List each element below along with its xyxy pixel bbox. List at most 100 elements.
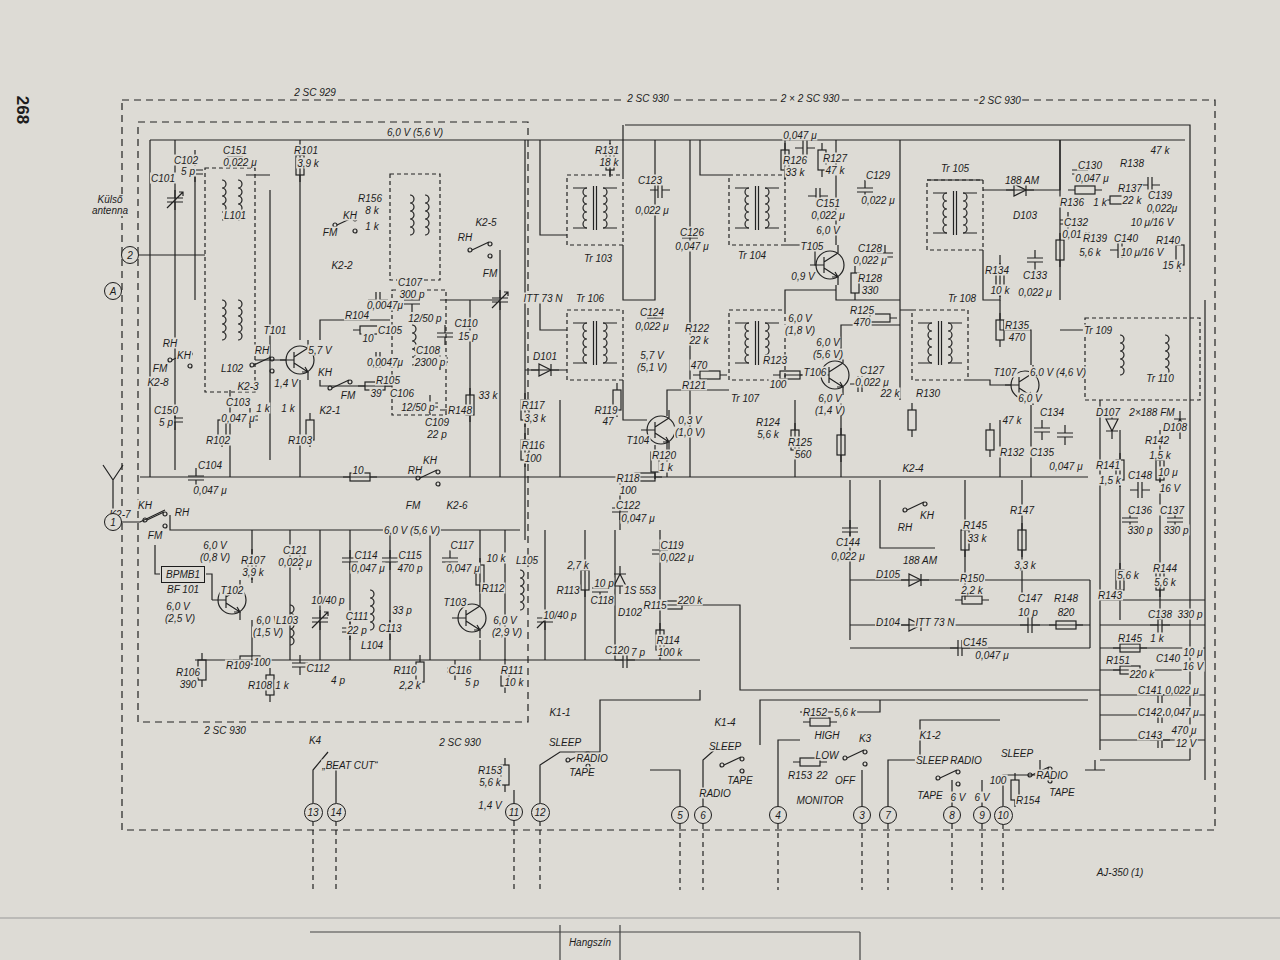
component-label: Tr 109 <box>1083 325 1113 336</box>
component-label: K1-2 <box>918 730 941 741</box>
component-label: 0,047 μ <box>1164 707 1199 718</box>
component-label: 470 p <box>396 563 423 574</box>
terminal-circle: 10 <box>994 806 1013 825</box>
component-label: C140 <box>1155 653 1181 664</box>
terminal-number: 3 <box>859 810 865 821</box>
component-label: R142 <box>1144 435 1170 446</box>
component-label: R152 <box>802 707 828 718</box>
component-label: 0,022 μ <box>830 551 865 562</box>
component-label: R122 <box>684 323 710 334</box>
component-label: 47 k <box>1002 415 1023 426</box>
component-label: 2,2 k <box>398 680 422 691</box>
component-label: RH <box>457 232 473 243</box>
component-label: 22 <box>815 770 828 781</box>
component-label: RADIO <box>698 788 732 799</box>
component-label: KH <box>919 510 935 521</box>
component-label: K4 <box>308 735 322 746</box>
component-label: 5,6 k <box>1078 247 1102 258</box>
component-label: L104 <box>360 640 384 651</box>
component-label: 1 k <box>1092 197 1107 208</box>
terminal-number: 13 <box>307 807 318 818</box>
component-label: K2-4 <box>901 463 924 474</box>
component-label: R137 <box>1117 183 1143 194</box>
component-label: 2×188 FM <box>1128 407 1175 418</box>
component-label: HIGH <box>814 730 841 741</box>
component-label: R105 <box>375 375 401 386</box>
component-label: 1,4 V <box>477 800 502 811</box>
component-label: R141 <box>1095 460 1121 471</box>
component-label: C106 <box>389 388 415 399</box>
component-label: 330 <box>861 285 880 296</box>
component-label: 3,9 k <box>296 158 320 169</box>
component-label: (1,4 V) <box>814 405 846 416</box>
component-label: C116 <box>447 665 472 676</box>
component-label: C126 <box>679 227 705 238</box>
component-label: 16 V <box>1159 483 1182 494</box>
component-label: K2-5 <box>474 217 497 228</box>
terminal-number: 1 <box>110 517 116 528</box>
component-label: 2 × 2 SC 930 <box>780 93 841 104</box>
component-label: R112 <box>480 583 505 594</box>
terminal-number: 14 <box>330 807 341 818</box>
component-label: R108 <box>247 680 273 691</box>
component-label: MONITOR <box>795 795 844 806</box>
box-label: BPMB1 <box>166 569 200 580</box>
component-label: R136 <box>1059 197 1085 208</box>
component-label: RH <box>897 522 913 533</box>
component-label: C138 <box>1147 609 1173 620</box>
component-label: R109 <box>225 660 251 671</box>
component-label: C109 <box>424 417 450 428</box>
terminal-circle: 6 <box>694 806 712 824</box>
component-label: 100 <box>769 379 788 390</box>
component-label: 10 p <box>1017 607 1038 618</box>
component-label: 12/50 p <box>400 402 435 413</box>
component-label: C139 <box>1147 190 1173 201</box>
component-label: 2300 p <box>414 357 447 368</box>
component-label: 330 p <box>1162 525 1189 536</box>
component-label: R120 <box>651 450 677 461</box>
component-label: K1-4 <box>713 717 736 728</box>
component-label: 1,4 V <box>273 378 298 389</box>
component-label: 33 k <box>478 390 499 401</box>
component-label: R145 <box>1117 633 1143 644</box>
component-label: 0,047 μ <box>445 563 480 574</box>
component-label: 1,5 k <box>1098 475 1122 486</box>
component-label: TAPE <box>916 790 943 801</box>
component-label: R130 <box>915 388 941 399</box>
component-label: 2,2 k <box>960 585 984 596</box>
component-label: C133 <box>1022 270 1048 281</box>
component-label: C135 <box>1029 447 1055 458</box>
component-label: Hangszín <box>568 937 612 948</box>
component-label: 4 p <box>330 675 346 686</box>
component-label: 100 k <box>657 647 683 658</box>
component-label: T102 <box>220 585 245 596</box>
component-label: C114 <box>353 550 378 561</box>
component-label: 1,5 k <box>1148 450 1172 461</box>
component-label: 47 k <box>825 165 846 176</box>
component-label: L102 <box>220 363 244 374</box>
component-label: C121 <box>282 545 308 556</box>
component-label: R154 <box>1015 795 1041 806</box>
component-label: (1,5 V) <box>252 627 284 638</box>
terminal-circle: 13 <box>304 803 323 822</box>
component-label: R125 <box>849 305 875 316</box>
component-label: 390 <box>179 679 198 690</box>
component-label: OFF <box>834 775 856 786</box>
component-label: C148 <box>1127 470 1153 481</box>
component-label: 1 k <box>658 462 673 473</box>
component-label: R153 <box>787 770 813 781</box>
component-label: 100 <box>619 485 638 496</box>
component-label: C137 <box>1159 505 1185 516</box>
component-label: 22 p <box>346 625 367 636</box>
component-label: 1 k <box>1149 633 1164 644</box>
component-label: 100 <box>989 775 1008 786</box>
component-label: (5,1 V) <box>636 362 668 373</box>
component-label: 100 <box>524 453 543 464</box>
terminal-circle: 4 <box>769 806 787 824</box>
component-label: 1 k <box>280 403 295 414</box>
component-label: C107 <box>397 277 423 288</box>
component-label: 0,047 μ <box>620 513 655 524</box>
component-label: 5 p <box>180 166 196 177</box>
component-label: R153 <box>477 765 503 776</box>
component-label: K3 <box>858 733 872 744</box>
